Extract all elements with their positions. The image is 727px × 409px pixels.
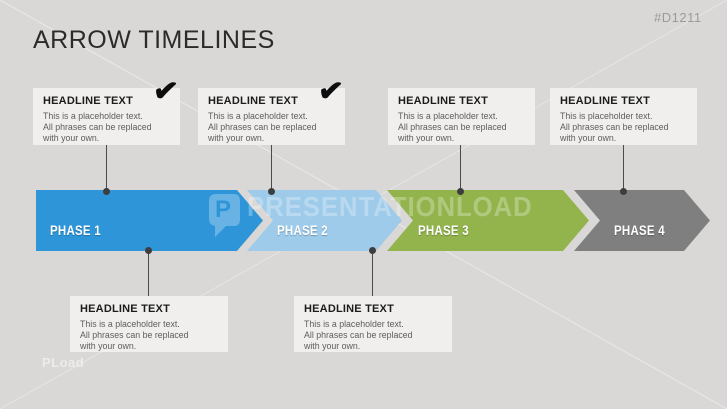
connector-dot <box>368 246 376 254</box>
phase-label-4: PHASE 4 <box>614 223 665 238</box>
connector-line <box>372 250 373 296</box>
callout-bottom-2: HEADLINE TEXT This is a placeholder text… <box>294 296 452 352</box>
phase-arrow-3 <box>387 190 589 251</box>
phase-arrow-1 <box>36 190 263 251</box>
phase-arrow-4 <box>574 190 710 251</box>
template-code: #D1211 <box>654 10 702 25</box>
callout-headline: HEADLINE TEXT <box>43 95 133 107</box>
callout-top-1: HEADLINE TEXT This is a placeholder text… <box>33 74 180 145</box>
callout-headline: HEADLINE TEXT <box>208 95 298 107</box>
callout-top-2: HEADLINE TEXT This is a placeholder text… <box>198 74 345 145</box>
connector-dot <box>102 187 110 195</box>
callout-body: This is a placeholder text. All phrases … <box>80 319 189 351</box>
callout-body: This is a placeholder text. All phrases … <box>398 111 507 143</box>
callout-body: This is placeholder text. All phrases ca… <box>560 111 669 143</box>
callout-top-4: HEADLINE TEXT This is placeholder text. … <box>550 88 697 145</box>
callout-body: This is a placeholder text. All phrases … <box>304 319 413 351</box>
connector-dot <box>456 187 464 195</box>
connector-line <box>271 145 272 191</box>
connector-line <box>106 145 107 191</box>
watermark-corner-text: PLoad <box>42 355 85 370</box>
timeline-arrows <box>36 190 710 251</box>
callout-headline: HEADLINE TEXT <box>398 95 488 107</box>
connector-dot <box>267 187 275 195</box>
callout-bottom-1: HEADLINE TEXT This is a placeholder text… <box>70 296 228 352</box>
connector-line <box>460 145 461 191</box>
callout-headline: HEADLINE TEXT <box>560 95 650 107</box>
connector-line <box>623 145 624 191</box>
phase-label-3: PHASE 3 <box>418 223 469 238</box>
check-icon: ✔ <box>316 73 345 110</box>
callout-body: This is a placeholder text. All phrases … <box>43 111 152 143</box>
check-icon: ✔ <box>151 73 180 110</box>
connector-dot <box>619 187 627 195</box>
phase-label-2: PHASE 2 <box>277 223 328 238</box>
connector-line <box>148 250 149 296</box>
connector-dot <box>144 246 152 254</box>
phase-label-1: PHASE 1 <box>50 223 101 238</box>
callout-headline: HEADLINE TEXT <box>80 303 170 315</box>
slide-title: ARROW TIMELINES <box>33 26 275 54</box>
callout-headline: HEADLINE TEXT <box>304 303 394 315</box>
callout-top-3: HEADLINE TEXT This is a placeholder text… <box>388 88 535 145</box>
phase-arrow-2 <box>247 190 402 251</box>
callout-body: This is a placeholder text. All phrases … <box>208 111 317 143</box>
